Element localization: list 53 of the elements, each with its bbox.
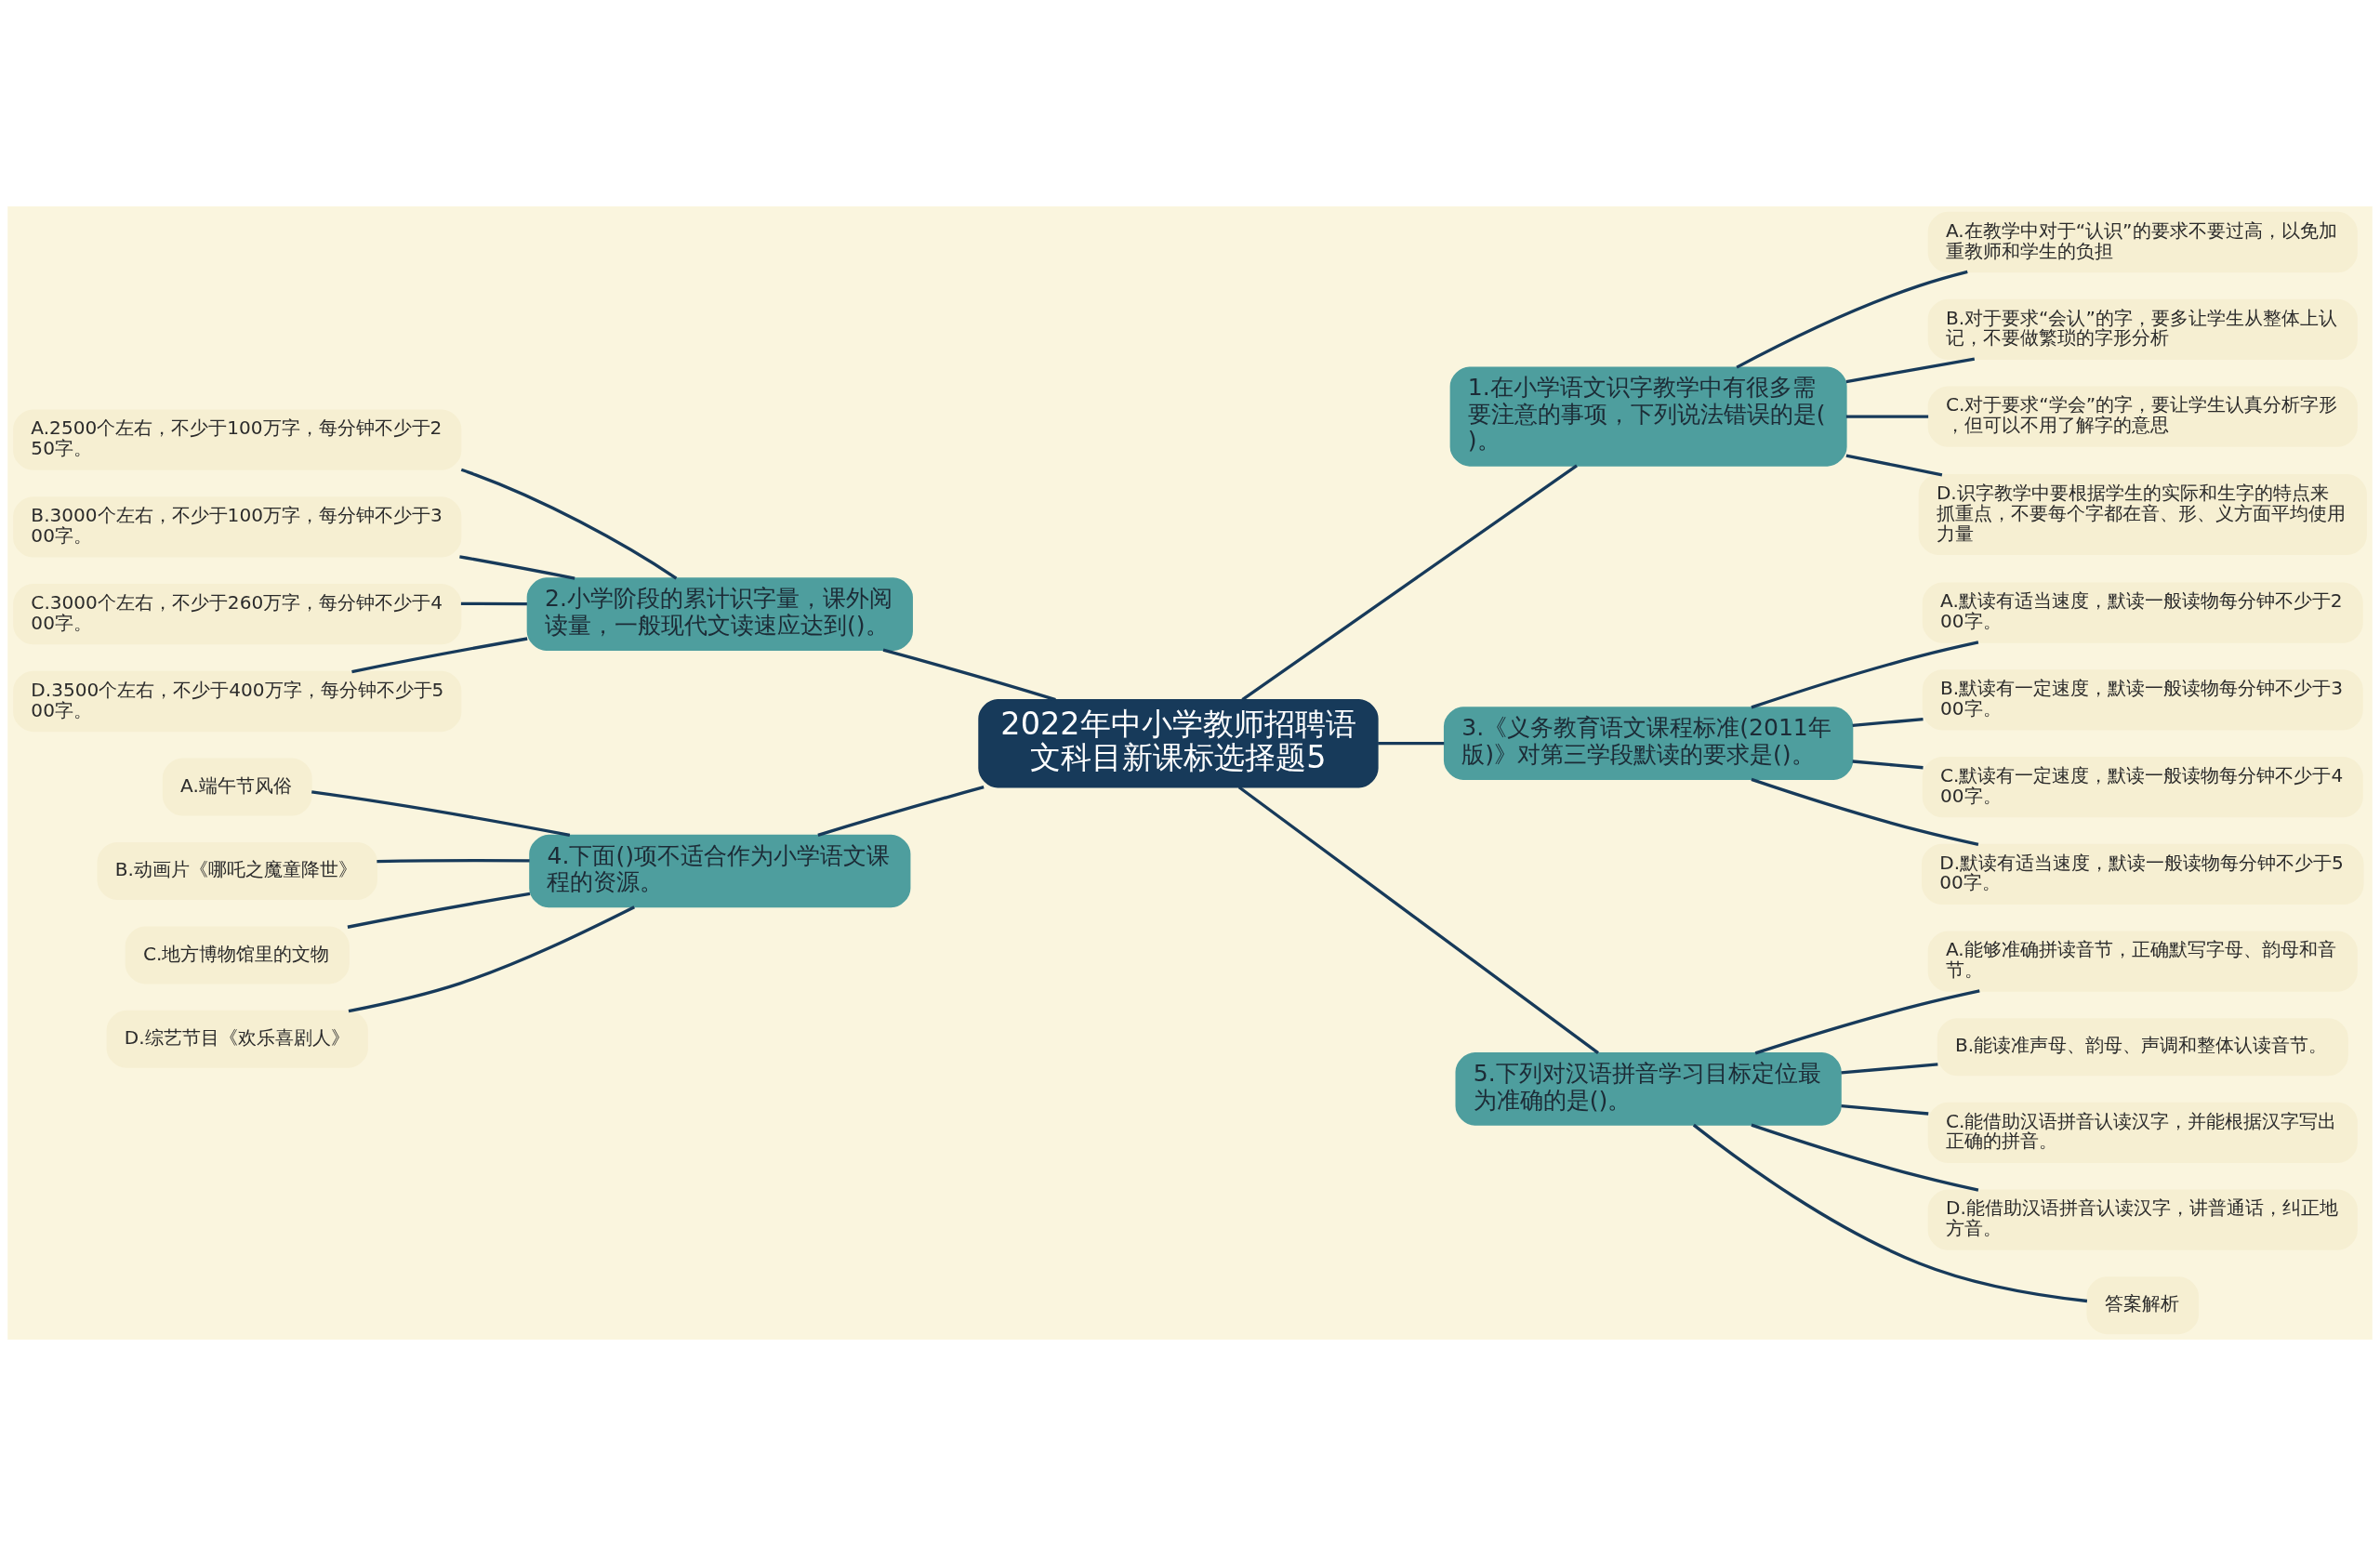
connector (351, 637, 528, 674)
node-box: A.能够准确拼读音节，正确默写字母、韵母和音节。 (1927, 931, 2358, 992)
node-box: C.默读有一定速度，默读一般读物每分钟不少于400字。 (1922, 756, 2363, 818)
connector (1841, 1063, 1938, 1075)
connector (1852, 760, 1924, 770)
node-box: C.3000个左右，不少于260万字，每分钟不少于400字。 (13, 584, 462, 645)
node-box: D.能借助汉语拼音认读汉字，讲普通话，纠正地方音。 (1927, 1189, 2358, 1250)
connector (1736, 270, 1968, 369)
connector (459, 555, 575, 580)
connector (1378, 742, 1445, 746)
connector (1237, 786, 1599, 1054)
node-box: B.默读有一定速度，默读一般读物每分钟不少于300字。 (1922, 669, 2363, 731)
connector (1751, 1123, 1979, 1192)
connector (460, 468, 678, 580)
node-box: B.3000个左右，不少于100万字，每分钟不少于300字。 (13, 496, 462, 558)
node-box: 1.在小学语文识字教学中有很多需要注意的事项，下列说法错误的是( )。 (1449, 366, 1847, 467)
connector (1751, 641, 1979, 709)
node-box: 2.小学阶段的累计识字量，课外阅读量，一般现代文读速应达到()。 (526, 577, 913, 652)
node-box: D.默读有适当速度，默读一般读物每分钟不少于500字。 (1922, 843, 2364, 905)
node-box: C.能借助汉语拼音认读汉字，并能根据汉字写出正确的拼音。 (1927, 1102, 2358, 1163)
node-box: B.能读准声母、韵母、声调和整体认读音节。 (1937, 1018, 2348, 1077)
connector (348, 905, 635, 1013)
node-box: 5.下列对汉语拼音学习目标定位最为准确的是()。 (1455, 1052, 1842, 1126)
node-box: A.默读有适当速度，默读一般读物每分钟不少于200字。 (1922, 582, 2363, 643)
connector (1841, 1104, 1929, 1116)
node-box: A.2500个左右，不少于100万字，每分钟不少于250字。 (13, 409, 462, 470)
node-box: D.识字教学中要根据学生的实际和生字的特点来抓重点，不要每个字都在音、形、义方面平均使用力量 (1918, 474, 2367, 556)
node-box: 3.《义务教育语文课程标准(2011年版)》对第三学段默读的要求是()。 (1443, 707, 1854, 781)
node-box: C.地方博物馆里的文物 (125, 926, 350, 984)
node-box: D.综艺节目《欢乐喜剧人》 (106, 1010, 368, 1068)
node-box: 答案解析 (2086, 1276, 2200, 1335)
connector (882, 648, 1056, 702)
connector (347, 892, 531, 929)
connector (1852, 717, 1924, 727)
connector (1845, 454, 1943, 477)
connector (1692, 1123, 2088, 1303)
connector (1754, 989, 1980, 1055)
node-box: B.对于要求“会认”的字，要多让学生从整体上认记，不要做繁琐的字形分析 (1927, 298, 2358, 360)
node-box: D.3500个左右，不少于400万字，每分钟不少于500字。 (13, 670, 462, 733)
connector (460, 601, 527, 606)
connector (1845, 415, 1929, 418)
connector (1241, 464, 1578, 701)
node-box: 4.下面()项不适合作为小学语文课程的资源。 (529, 834, 911, 908)
node-box: B.动画片《哪吒之魔童降世》 (97, 842, 377, 900)
node-box: 2022年中小学教师招聘语文科目新课标选择题5 (978, 698, 1379, 788)
connector (1751, 777, 1979, 847)
connector (311, 790, 571, 838)
connector (817, 786, 985, 838)
node-box: A.端午节风俗 (162, 758, 312, 816)
node-box: C.对于要求“学会”的字，要让学生认真分析字形，但可以不用了解字的意思 (1927, 386, 2358, 447)
connector (377, 859, 530, 864)
node-box: A.在教学中对于“认识”的要求不要过高，以免加重教师和学生的负担 (1927, 211, 2358, 273)
connector (1845, 357, 1976, 384)
